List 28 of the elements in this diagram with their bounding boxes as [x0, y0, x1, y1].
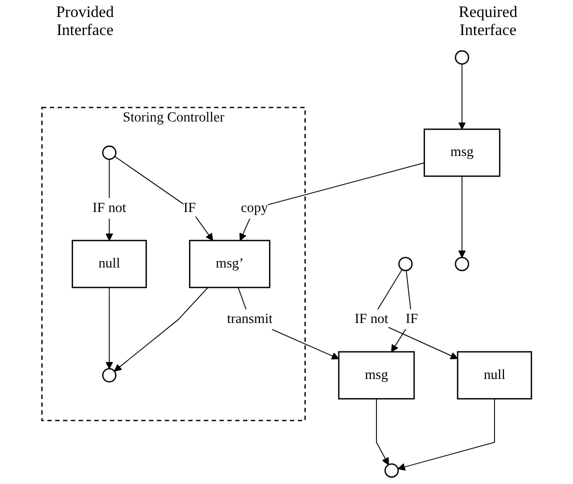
arrow: [239, 162, 425, 241]
edge-label: IF: [405, 312, 418, 327]
arrow: [376, 398, 389, 466]
arrow: [397, 398, 495, 471]
node-circle: [398, 256, 412, 272]
edge-label: transmit: [226, 312, 272, 327]
node-box: msg: [338, 351, 415, 400]
arrow: [458, 176, 466, 258]
node-circle: [454, 256, 469, 272]
node-circle: [454, 50, 469, 65]
node-circle: [384, 463, 399, 478]
node-box: msg’: [188, 240, 270, 288]
column-heading: Required Interface: [458, 4, 518, 40]
node-box: null: [72, 240, 147, 288]
arrow: [105, 287, 113, 370]
arrow: [114, 287, 208, 372]
node-circle: [102, 368, 116, 382]
node-circle: [102, 146, 116, 160]
column-heading: Provided Interface: [55, 4, 115, 40]
edge-label: IF not: [354, 312, 388, 327]
edge-label: IF not: [92, 200, 126, 216]
node-box: null: [456, 351, 532, 400]
edge-label: IF: [183, 200, 196, 216]
arrow: [114, 156, 213, 241]
edge-label: copy: [240, 200, 268, 216]
node-box: msg: [423, 128, 500, 177]
arrow: [390, 270, 412, 352]
arrow: [458, 64, 466, 130]
